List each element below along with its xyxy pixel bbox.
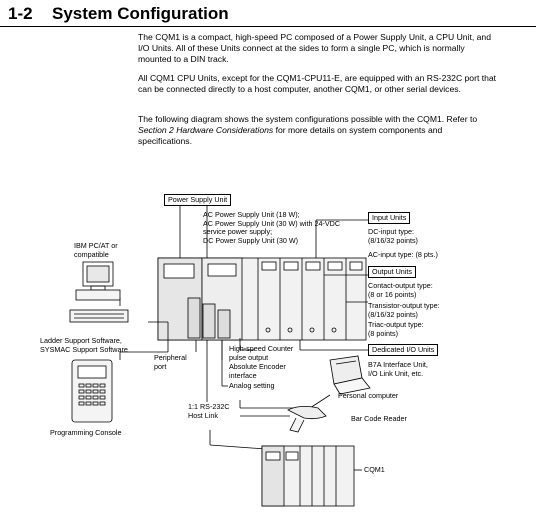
ac-power-line-2: AC Power Supply Unit (30 W) with 24-VDC <box>203 218 341 228</box>
ibm-pc-icon <box>69 261 129 323</box>
triac-output-line-2: (8 points) <box>368 328 398 338</box>
counter-pulse-label: High-speed Counter pulse output <box>229 344 294 362</box>
paragraph-intro: The CQM1 is a compact, high-speed PC com… <box>138 32 491 64</box>
absolute-encoder-label: Absolute Encoder interface <box>229 362 286 380</box>
dc-input-line-1: DC-input type: <box>368 227 414 236</box>
transistor-output-text: Transistor-output type: (8/16/32 points) <box>368 301 440 319</box>
ladder-software-line-2: SYSMAC Support Software <box>40 344 128 354</box>
transistor-output-line-2: (8/16/32 points) <box>368 309 418 319</box>
ibm-pc-line-2: compatible <box>74 249 109 259</box>
cqm1-pc-main <box>157 257 367 341</box>
ac-power-line-1: AC Power Supply Unit (18 W); <box>203 210 300 219</box>
paragraph-text: The following diagram shows the system c… <box>138 114 478 124</box>
ac-power-supply-text: AC Power Supply Unit (18 W); AC Power Su… <box>203 210 341 245</box>
dc-input-line-2: (8/16/32 points) <box>368 235 418 245</box>
rs232c-label: 1:1 RS-232C Host Link <box>188 402 230 420</box>
section-number: 1-2 <box>8 4 33 23</box>
ac-power-line-3: service power supply; <box>203 227 273 236</box>
ibm-pc-line-1: IBM PC/AT or <box>74 241 118 250</box>
contact-output-line-1: Contact-output type: <box>368 281 433 290</box>
absolute-encoder-line-1: Absolute Encoder <box>229 362 286 371</box>
dedicated-io-units-label: Dedicated I/O Units <box>368 344 439 356</box>
transistor-output-line-1: Transistor-output type: <box>368 301 440 310</box>
peripheral-port-label: Peripheral port <box>154 353 187 371</box>
cqm1-pc-bottom <box>261 445 355 507</box>
absolute-encoder-line-2: interface <box>229 370 257 380</box>
title-rule <box>0 26 536 27</box>
power-supply-unit-label: Power Supply Unit <box>164 194 232 206</box>
ladder-software-line-1: Ladder Support Software, <box>40 336 122 345</box>
laptop-icon <box>329 355 371 395</box>
analog-setting-label: Analog setting <box>229 381 275 390</box>
ac-input-text: AC-input type: (8 pts.) <box>368 250 438 259</box>
triac-output-text: Triac-output type: (8 points) <box>368 320 424 338</box>
section-reference: Section 2 Hardware Considerations <box>138 125 274 135</box>
input-units-label: Input Units <box>368 212 411 224</box>
contact-output-text: Contact-output type: (8 or 16 points) <box>368 281 433 299</box>
output-units-label: Output Units <box>368 266 416 278</box>
ibm-pc-label: IBM PC/AT or compatible <box>74 241 118 259</box>
programming-console-icon <box>71 359 113 423</box>
dc-input-text: DC-input type: (8/16/32 points) <box>368 227 418 245</box>
counter-pulse-line-1: High-speed Counter <box>229 344 294 353</box>
bar-code-reader-label: Bar Code Reader <box>351 414 407 423</box>
section-title: System Configuration <box>52 4 229 23</box>
programming-console-label: Programming Console <box>50 428 122 437</box>
peripheral-port-line-1: Peripheral <box>154 353 187 362</box>
rs232c-line-1: 1:1 RS-232C <box>188 402 230 411</box>
cqm1-label: CQM1 <box>364 465 385 474</box>
bar-code-reader-icon <box>287 406 327 433</box>
peripheral-port-line-2: port <box>154 361 167 371</box>
paragraph-text-end: for more details on system components an… <box>138 125 443 146</box>
b7a-line-1: B7A Interface Unit, <box>368 360 428 369</box>
personal-computer-label: Personal computer <box>338 391 399 400</box>
triac-output-line-1: Triac-output type: <box>368 320 424 329</box>
paragraph-diagram-ref: The following diagram shows the system c… <box>138 114 498 147</box>
paragraph-rs232c: All CQM1 CPU Units, except for the CQM1-… <box>138 73 497 94</box>
contact-output-line-2: (8 or 16 points) <box>368 289 417 299</box>
ac-power-line-4: DC Power Supply Unit (30 W) <box>203 235 299 245</box>
b7a-line-2: I/O Link Unit, etc. <box>368 368 424 378</box>
rs232c-line-2: Host Link <box>188 410 218 420</box>
b7a-text: B7A Interface Unit, I/O Link Unit, etc. <box>368 360 428 378</box>
ladder-software-label: Ladder Support Software, SYSMAC Support … <box>40 336 128 354</box>
counter-pulse-line-2: pulse output <box>229 352 269 362</box>
